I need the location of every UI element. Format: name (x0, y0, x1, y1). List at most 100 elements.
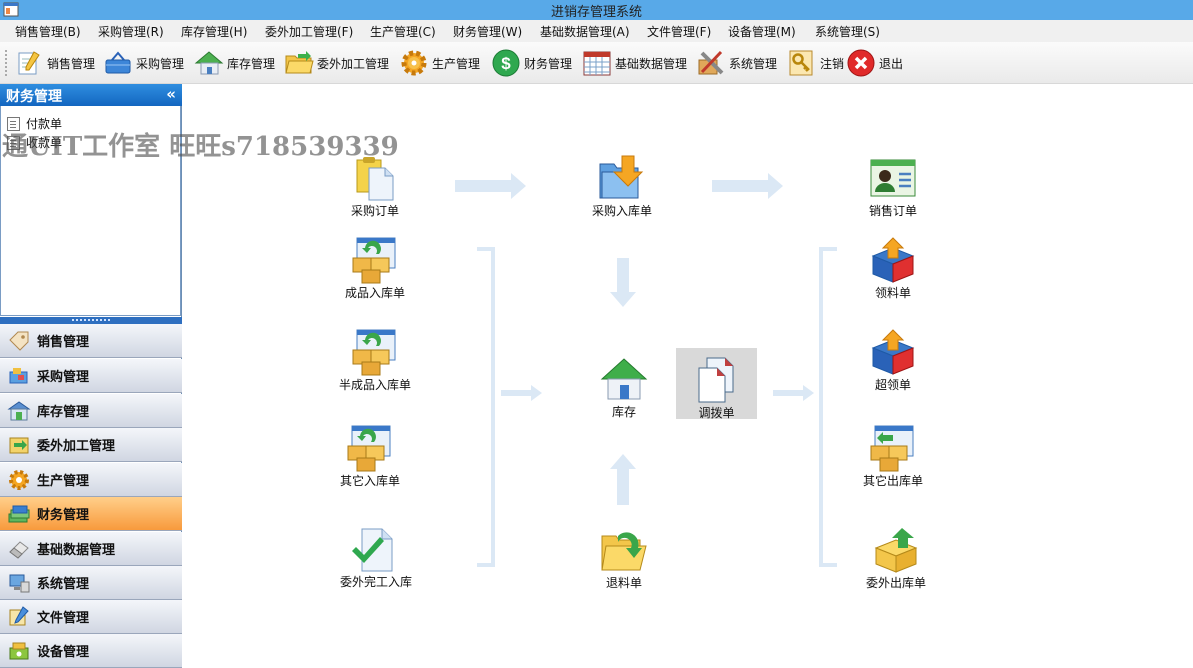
toolbar-basic-data-button[interactable]: 基础数据管理 (582, 47, 687, 79)
app-icon[interactable] (3, 2, 19, 17)
menu-basic-data[interactable]: 基础数据管理(A) (540, 25, 630, 39)
nav-production[interactable]: 生产管理 (0, 463, 182, 497)
nav-file[interactable]: 文件管理 (0, 600, 182, 634)
document-icon (7, 116, 20, 131)
toolbar: 销售管理 采购管理 库存管理 委外加工管理 生产管理 (0, 42, 1193, 84)
computer-icon (9, 574, 30, 592)
box-upload-icon (871, 329, 915, 375)
node-label: 采购入库单 (591, 204, 652, 218)
node-other-receipt[interactable]: 其它入库单 (320, 424, 420, 489)
documents-icon (698, 357, 733, 403)
nav-basic-data[interactable]: 基础数据管理 (0, 532, 182, 566)
sidebar-title: 财务管理 (6, 89, 62, 105)
basket-icon (105, 51, 131, 74)
node-over-requisition[interactable]: 超领单 (843, 328, 943, 393)
toolbar-grip[interactable] (5, 50, 7, 76)
folder-return-icon (601, 532, 647, 571)
menu-finance[interactable]: 财务管理(W) (453, 25, 523, 39)
sidebar-tree: 付款单 收款单 (0, 106, 181, 316)
toolbar-finance-button[interactable]: $ 财务管理 (491, 47, 572, 79)
toolbar-production-label: 生产管理 (432, 56, 481, 71)
node-label: 销售订单 (868, 204, 917, 218)
toolbar-basic-data-label: 基础数据管理 (615, 56, 688, 71)
watermark: 通UIT工作室 旺旺s718539339 (2, 132, 399, 162)
node-outsource-done-receipt[interactable]: 委外完工入库 (326, 525, 426, 590)
node-other-issue[interactable]: 其它出库单 (843, 424, 943, 489)
arrow-down (610, 258, 636, 307)
toolbar-inventory-label: 库存管理 (227, 56, 276, 71)
edit-notebook-icon (18, 51, 40, 75)
toolbar-production-button[interactable]: 生产管理 (399, 47, 480, 79)
toolbar-system-label: 系统管理 (729, 56, 778, 71)
nav-system[interactable]: 系统管理 (0, 566, 182, 600)
node-inventory[interactable]: 库存 (574, 355, 674, 420)
toolbar-sales-label: 销售管理 (47, 56, 96, 71)
folder-download-icon (599, 155, 644, 199)
toolbar-exit-button[interactable]: 退出 (846, 47, 903, 79)
nav-label: 委外加工管理 (37, 439, 116, 454)
menu-production[interactable]: 生产管理(C) (370, 25, 436, 39)
nav-inventory[interactable]: 库存管理 (0, 394, 182, 428)
menu-inventory[interactable]: 库存管理(H) (181, 25, 248, 39)
toolbar-outsourcing-button[interactable]: 委外加工管理 (284, 47, 389, 79)
sidebar: 财务管理 « 付款单 收款单 销售管理 采购管理 库存管理 委外加工管理 生产管… (0, 84, 182, 668)
node-label: 退料单 (605, 576, 642, 590)
warehouse-icon (7, 400, 31, 420)
contact-card-icon (870, 159, 916, 197)
nav-outsourcing[interactable]: 委外加工管理 (0, 428, 182, 462)
file-edit-icon (9, 605, 29, 625)
tree-item-receipt[interactable]: 收款单 (7, 134, 62, 151)
node-outsource-issue[interactable]: 委外出库单 (846, 526, 946, 591)
nav-label: 系统管理 (37, 577, 90, 592)
house-icon (194, 51, 224, 75)
collapse-icon[interactable]: « (166, 85, 176, 103)
node-label: 其它出库单 (862, 474, 923, 488)
node-sales-order[interactable]: 销售订单 (843, 154, 943, 219)
nav-equipment[interactable]: 设备管理 (0, 634, 182, 668)
boxes-window-icon (870, 425, 914, 472)
nav-label: 设备管理 (37, 645, 90, 660)
tree-item-payment[interactable]: 付款单 (7, 115, 62, 132)
node-label: 其它入库单 (339, 474, 400, 488)
node-purchase-receipt[interactable]: 采购入库单 (572, 154, 672, 219)
node-semi-receipt[interactable]: 半成品入库单 (325, 328, 425, 393)
arrow-right (712, 173, 783, 199)
house-icon (600, 358, 648, 400)
nav-sales[interactable]: 销售管理 (0, 324, 182, 358)
arrow-right (455, 173, 526, 199)
bracket-left (819, 247, 837, 567)
node-finished-receipt[interactable]: 成品入库单 (325, 236, 425, 301)
menu-purchase[interactable]: 采购管理(R) (98, 25, 164, 39)
menu-outsourcing[interactable]: 委外加工管理(F) (265, 25, 354, 39)
menu-equipment[interactable]: 设备管理(M) (728, 25, 796, 39)
nav-finance[interactable]: 财务管理 (0, 497, 182, 531)
title-bar: 进销存管理系统 (0, 0, 1193, 20)
node-label: 库存 (611, 405, 636, 419)
menu-system[interactable]: 系统管理(S) (815, 25, 880, 39)
toolbar-purchase-label: 采购管理 (136, 56, 185, 71)
menu-sales[interactable]: 销售管理(B) (15, 25, 81, 39)
node-requisition[interactable]: 领料单 (843, 236, 943, 301)
node-transfer[interactable]: 调拨单 (676, 348, 757, 420)
nav-label: 生产管理 (37, 474, 90, 489)
node-purchase-order[interactable]: 采购订单 (325, 154, 425, 219)
menu-file[interactable]: 文件管理(F) (647, 25, 712, 39)
toolbar-exit-label: 退出 (879, 56, 904, 71)
toolbar-logout-button[interactable]: 注销 (787, 47, 844, 79)
boxes-window-icon (352, 237, 396, 284)
toolbar-purchase-button[interactable]: 采购管理 (103, 47, 184, 79)
equipment-icon (9, 642, 29, 659)
node-return-material[interactable]: 退料单 (574, 526, 674, 591)
nav-label: 库存管理 (37, 405, 90, 420)
toolbar-inventory-button[interactable]: 库存管理 (194, 47, 275, 79)
tree-item-label: 付款单 (26, 117, 63, 131)
node-label: 委外完工入库 (339, 575, 412, 589)
nav-purchase[interactable]: 采购管理 (0, 359, 182, 393)
box-out-icon (874, 528, 918, 573)
window-title: 进销存管理系统 (550, 5, 642, 20)
arrow-right (501, 385, 542, 401)
toolbar-sales-button[interactable]: 销售管理 (14, 47, 95, 79)
eraser-icon (9, 540, 29, 559)
sidebar-splitter[interactable] (0, 317, 182, 324)
toolbar-system-button[interactable]: 系统管理 (696, 47, 777, 79)
